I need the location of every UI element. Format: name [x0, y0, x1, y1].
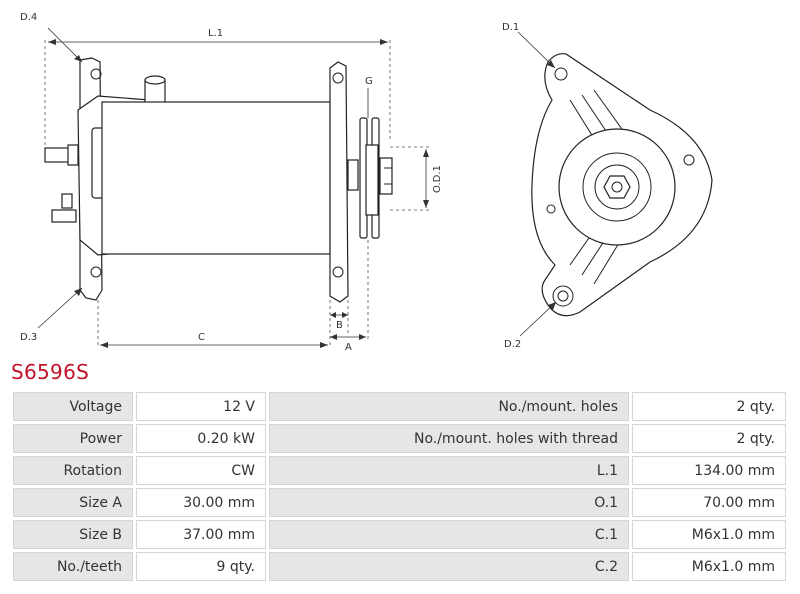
spec-value: 2 qty. — [632, 392, 786, 421]
spec-table: Voltage 12 V No./mount. holes 2 qty. Pow… — [10, 389, 789, 584]
label-a: A — [345, 342, 352, 353]
spec-label: Size B — [13, 520, 133, 549]
spec-value: CW — [136, 456, 266, 485]
spec-value: M6x1.0 mm — [632, 520, 786, 549]
label-g: G — [365, 76, 373, 87]
table-row: Power 0.20 kW No./mount. holes with thre… — [13, 424, 786, 453]
spec-value: 9 qty. — [136, 552, 266, 581]
table-row: Size A 30.00 mm O.1 70.00 mm — [13, 488, 786, 517]
label-od1: O.D.1 — [432, 165, 443, 193]
label-d3: D.3 — [20, 332, 37, 343]
table-row: Rotation CW L.1 134.00 mm — [13, 456, 786, 485]
technical-drawing: D.4 L.1 G O.D.1 D.3 C B A D.1 D.2 — [20, 12, 713, 353]
spec-label: No./mount. holes — [269, 392, 629, 421]
label-d1: D.1 — [502, 22, 519, 33]
table-row: No./teeth 9 qty. C.2 M6x1.0 mm — [13, 552, 786, 581]
spec-label: No./teeth — [13, 552, 133, 581]
label-l1: L.1 — [208, 28, 223, 39]
front-view — [517, 31, 713, 337]
spec-label: Size A — [13, 488, 133, 517]
spec-value: 70.00 mm — [632, 488, 786, 517]
spec-label: L.1 — [269, 456, 629, 485]
label-b: B — [336, 320, 343, 331]
spec-label: No./mount. holes with thread — [269, 424, 629, 453]
spec-value: 12 V — [136, 392, 266, 421]
label-d4: D.4 — [20, 12, 37, 23]
spec-label: Power — [13, 424, 133, 453]
table-row: Size B 37.00 mm C.1 M6x1.0 mm — [13, 520, 786, 549]
spec-label: Voltage — [13, 392, 133, 421]
spec-value: 2 qty. — [632, 424, 786, 453]
label-c: C — [198, 332, 205, 343]
spec-label: O.1 — [269, 488, 629, 517]
spec-value: 134.00 mm — [632, 456, 786, 485]
spec-label: Rotation — [13, 456, 133, 485]
spec-value: M6x1.0 mm — [632, 552, 786, 581]
spec-value: 37.00 mm — [136, 520, 266, 549]
spec-value: 0.20 kW — [136, 424, 266, 453]
table-row: Voltage 12 V No./mount. holes 2 qty. — [13, 392, 786, 421]
part-number: S6596S — [11, 360, 90, 384]
spec-label: C.1 — [269, 520, 629, 549]
label-d2: D.2 — [504, 339, 521, 350]
side-view — [37, 27, 430, 348]
spec-value: 30.00 mm — [136, 488, 266, 517]
spec-label: C.2 — [269, 552, 629, 581]
